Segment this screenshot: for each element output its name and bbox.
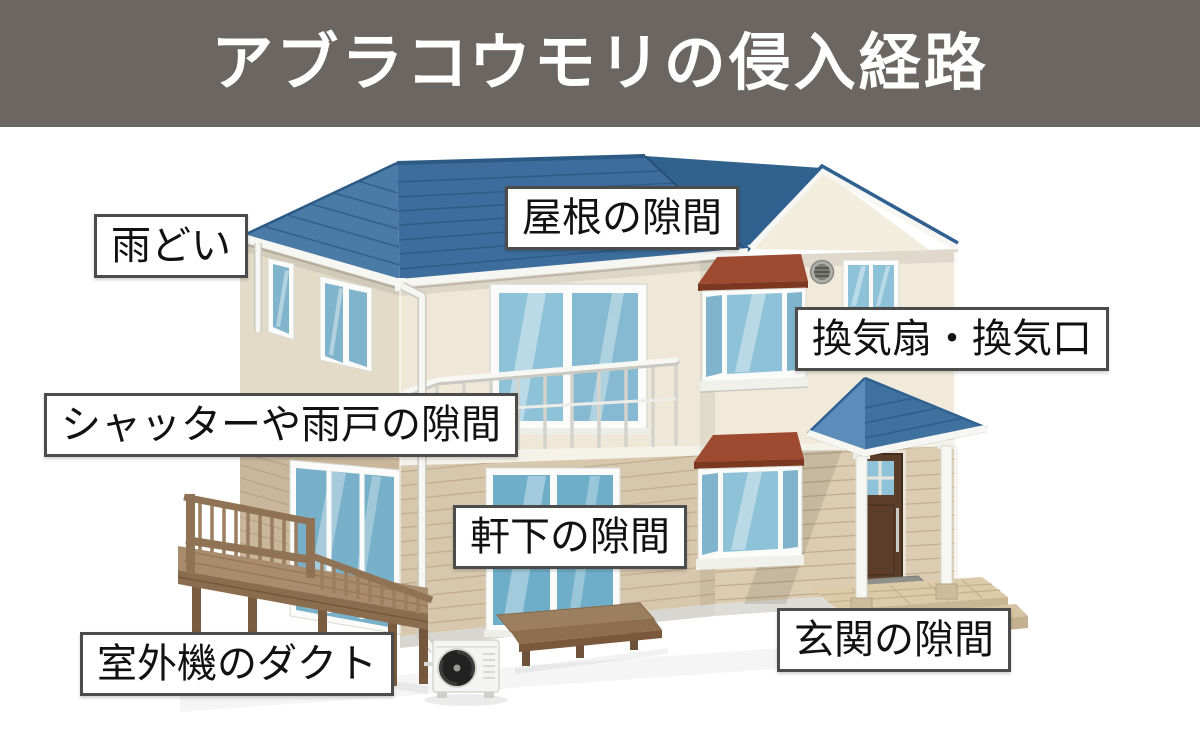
window-2f-front [486, 283, 650, 435]
label-ac-duct: 室外機のダクト [80, 632, 394, 696]
garden-steps [496, 602, 668, 674]
bay-window-2f [698, 254, 809, 393]
label-rain-gutter: 雨どい [94, 214, 248, 278]
title-bar: アブラコウモリの侵入経路 [0, 0, 1200, 127]
label-under-eaves-gap: 軒下の隙間 [453, 505, 687, 569]
label-entrance-gap: 玄関の隙間 [777, 608, 1011, 672]
ac-outdoor-unit [424, 639, 508, 706]
label-shutter-gap: シャッターや雨戸の隙間 [44, 393, 518, 457]
label-roof-gap: 屋根の隙間 [505, 186, 739, 250]
window-2f-wing-double [842, 259, 900, 313]
bay-window-1f [694, 432, 804, 570]
label-vent-fan: 換気扇・換気口 [795, 307, 1109, 371]
page-title: アブラコウモリの侵入経路 [211, 28, 989, 98]
round-vent-icon [809, 259, 835, 285]
window-2f-left-narrow [267, 257, 295, 341]
window-2f-left-double [319, 275, 373, 373]
